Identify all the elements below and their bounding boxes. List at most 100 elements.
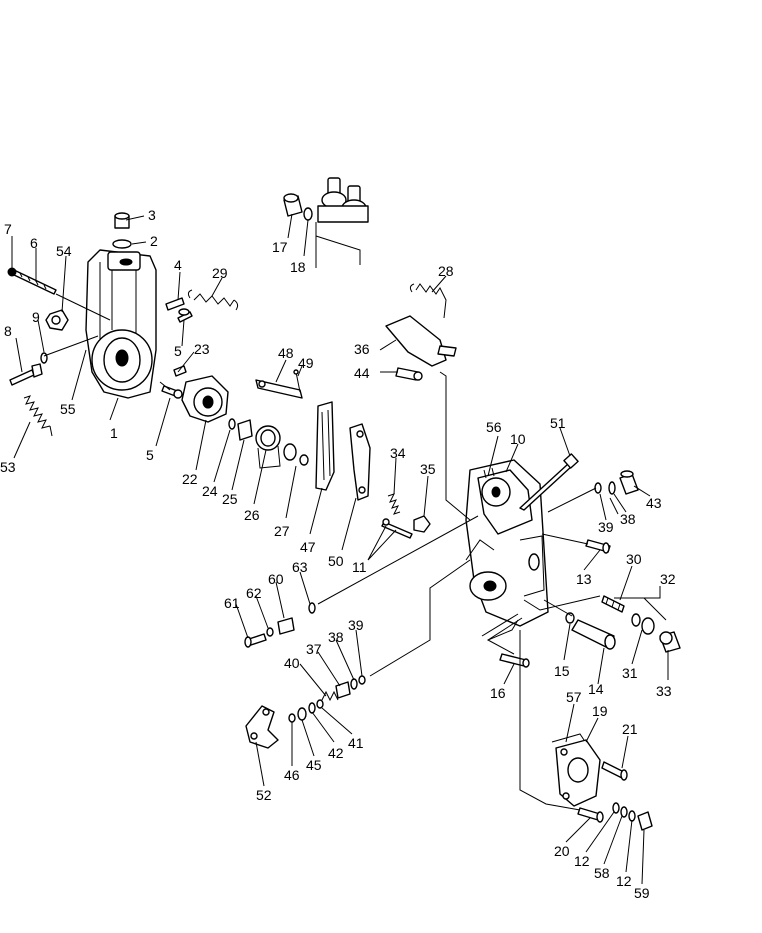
callout-34: 34	[390, 445, 406, 461]
callout-9: 9	[32, 309, 40, 325]
washer-38-upper	[608, 481, 616, 495]
nut-7	[7, 267, 17, 277]
bolt-16	[499, 653, 530, 668]
callout-39-lower: 39	[348, 617, 364, 633]
callout-58: 58	[594, 865, 610, 881]
callout-37: 37	[306, 641, 322, 657]
stopper-bolt-30	[601, 595, 625, 613]
callout-50: 50	[328, 553, 344, 569]
lever-36	[385, 315, 457, 367]
washer-12-a	[612, 802, 620, 814]
callout-11: 11	[352, 559, 367, 575]
callout-56: 56	[486, 419, 502, 435]
callout-3: 3	[148, 207, 156, 223]
seal-63	[308, 602, 316, 614]
pin-44	[395, 367, 423, 381]
callout-7: 7	[4, 221, 12, 237]
bolt-20	[577, 807, 604, 823]
callout-labels: 3 2 1 4 5 5 6 7 8 9 54 55 53 29 23 22 24…	[0, 207, 676, 901]
nut-60	[277, 617, 295, 635]
bolt-11	[381, 518, 413, 539]
bolt-13	[585, 539, 611, 554]
governor-housing-1	[85, 249, 157, 399]
callout-63: 63	[292, 559, 308, 575]
nut-54	[45, 309, 69, 331]
flyweight-22	[181, 375, 229, 423]
callout-44: 44	[354, 365, 370, 381]
callout-47: 47	[300, 539, 316, 555]
callout-28: 28	[438, 263, 454, 279]
callout-48: 48	[278, 345, 294, 361]
callout-57: 57	[566, 689, 582, 705]
callout-5-lower: 5	[146, 447, 154, 463]
callout-60: 60	[268, 571, 284, 587]
callout-40: 40	[284, 655, 300, 671]
stud-51	[519, 453, 579, 511]
callout-36: 36	[354, 341, 370, 357]
bearing-26	[255, 425, 281, 469]
ring-41	[316, 699, 324, 709]
sleeve-17	[283, 193, 303, 217]
nut-31	[631, 613, 655, 635]
plug-3	[114, 212, 130, 229]
cotter-pin-23	[173, 365, 187, 377]
plug-43	[619, 470, 639, 495]
screw-4	[165, 297, 185, 311]
callout-12-b: 12	[616, 873, 632, 889]
cover-19	[555, 739, 601, 807]
callout-13: 13	[576, 571, 592, 587]
washer-27	[283, 443, 309, 466]
governor-cover-10	[465, 459, 549, 627]
callout-1: 1	[110, 425, 118, 441]
callout-39-upper: 39	[598, 519, 614, 535]
callout-61: 61	[224, 595, 240, 611]
callout-38-upper: 38	[620, 511, 636, 527]
spring-53	[23, 395, 53, 437]
washer-12-b	[628, 810, 636, 822]
callout-23: 23	[194, 341, 210, 357]
callout-5-top: 5	[174, 343, 182, 359]
adjusting-screw-6	[11, 269, 57, 295]
pin-49	[293, 369, 301, 393]
callout-29: 29	[212, 265, 228, 281]
cap-nut-33	[659, 631, 681, 653]
spring-40	[321, 690, 339, 702]
callout-49: 49	[298, 355, 314, 371]
gasket-56	[483, 467, 495, 479]
callout-55: 55	[60, 401, 76, 417]
callout-12-a: 12	[574, 853, 590, 869]
callout-46: 46	[284, 767, 300, 783]
callout-14: 14	[588, 681, 604, 697]
callout-4: 4	[174, 257, 182, 273]
washer-38-lower	[350, 678, 358, 690]
callout-51: 51	[550, 415, 566, 431]
callout-19: 19	[592, 703, 608, 719]
callout-53: 53	[0, 459, 16, 475]
spring-34	[387, 493, 401, 515]
callout-20: 20	[554, 843, 570, 859]
collar-37	[335, 681, 351, 699]
callout-43: 43	[646, 495, 662, 511]
callout-45: 45	[306, 757, 322, 773]
spring-28	[409, 283, 447, 319]
washer-9	[40, 352, 48, 364]
callout-24: 24	[202, 483, 218, 499]
callout-54: 54	[56, 243, 72, 259]
lever-50	[349, 423, 371, 501]
callout-41: 41	[348, 735, 364, 751]
cap-59	[637, 811, 653, 831]
bolt-21	[601, 761, 628, 781]
callout-31: 31	[622, 665, 638, 681]
callout-33: 33	[656, 683, 672, 699]
callout-25: 25	[222, 491, 238, 507]
callout-42: 42	[328, 745, 344, 761]
callout-26: 26	[244, 507, 260, 523]
callout-32: 32	[660, 571, 676, 587]
callout-6: 6	[30, 235, 38, 251]
assembly-lines	[43, 293, 667, 811]
snap-ring-24	[228, 418, 236, 430]
bolt-5-top	[177, 308, 193, 323]
callout-8: 8	[4, 323, 12, 339]
callout-10: 10	[510, 431, 526, 447]
